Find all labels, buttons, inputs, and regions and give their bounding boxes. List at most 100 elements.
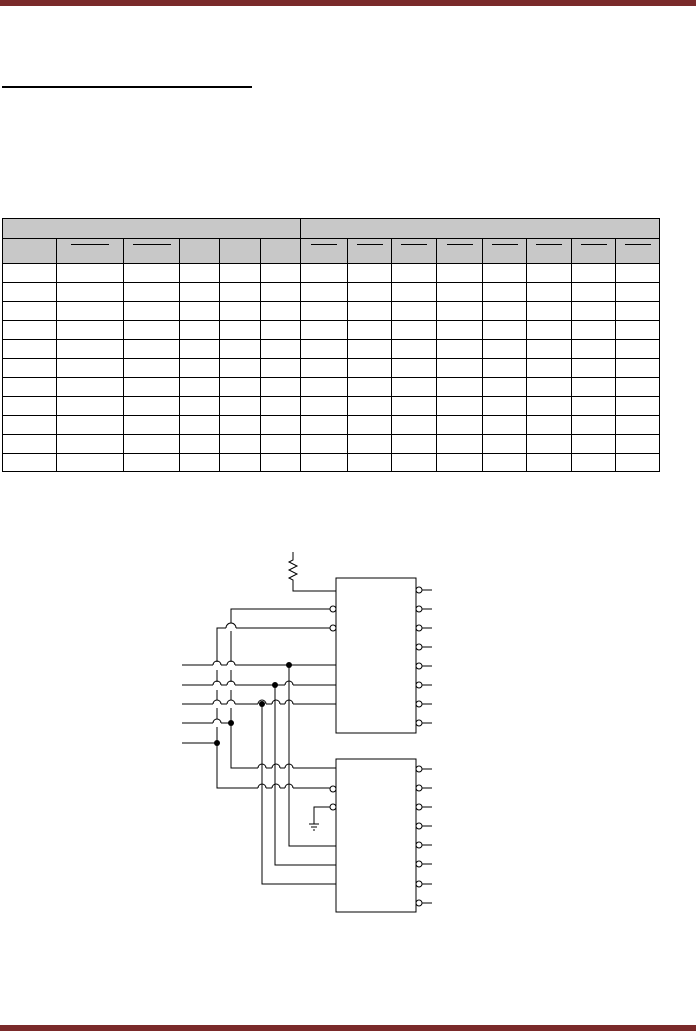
lower-output-bubble-3 xyxy=(415,822,423,830)
table-column-header-row xyxy=(2,238,661,264)
upper-output-bubble-0 xyxy=(415,586,423,594)
table-cell xyxy=(219,282,261,302)
table-cell xyxy=(347,320,393,340)
table-cell xyxy=(2,301,57,321)
table-cell xyxy=(436,415,484,435)
table-cell xyxy=(482,434,528,454)
table-cell xyxy=(391,339,438,359)
table-row xyxy=(2,396,661,416)
table-cell xyxy=(571,339,617,359)
lower-output-bubble-5 xyxy=(415,860,423,868)
table-cell xyxy=(615,434,661,454)
table-cell xyxy=(2,453,57,472)
column-header-4 xyxy=(219,238,261,264)
table-cell xyxy=(123,396,180,416)
table-cell xyxy=(300,415,349,435)
lower-output-bubble-7 xyxy=(415,899,423,907)
column-header-13 xyxy=(615,238,661,264)
table-cell xyxy=(219,339,261,359)
table-cell xyxy=(347,282,393,302)
section-title-underline xyxy=(2,86,252,88)
outputs-group-header xyxy=(300,218,661,239)
table-cell xyxy=(615,415,661,435)
table-cell xyxy=(347,358,393,378)
table-cell xyxy=(482,377,528,397)
table-cell xyxy=(571,396,617,416)
table-cell xyxy=(615,377,661,397)
table-cell xyxy=(571,453,617,472)
table-cell xyxy=(526,282,573,302)
table-cell xyxy=(347,415,393,435)
table-cell xyxy=(347,453,393,472)
upper-enable-bubble-2 xyxy=(329,624,337,632)
table-cell xyxy=(300,396,349,416)
column-header-5 xyxy=(259,238,302,264)
table-cell xyxy=(56,358,124,378)
table-cell xyxy=(123,358,180,378)
table-cell xyxy=(571,301,617,321)
column-header-8 xyxy=(391,238,438,264)
upper-output-bubble-2 xyxy=(415,624,423,632)
table-cell xyxy=(615,396,661,416)
column-header-12 xyxy=(571,238,617,264)
table-cell xyxy=(347,339,393,359)
column-header-6 xyxy=(300,238,349,264)
table-cell xyxy=(123,320,180,340)
table-row xyxy=(2,339,661,359)
table-cell xyxy=(482,301,528,321)
table-cell xyxy=(2,263,57,283)
table-row xyxy=(2,415,661,435)
table-row xyxy=(2,320,661,340)
table-cell xyxy=(526,358,573,378)
table-cell xyxy=(571,415,617,435)
table-cell xyxy=(179,377,220,397)
column-header-11 xyxy=(526,238,573,264)
table-cell xyxy=(526,415,573,435)
table-cell xyxy=(56,396,124,416)
table-cell xyxy=(347,263,393,283)
table-cell xyxy=(300,453,349,472)
table-cell xyxy=(56,263,124,283)
table-cell xyxy=(123,434,180,454)
table-cell xyxy=(615,282,661,302)
table-cell xyxy=(615,453,661,472)
table-cell xyxy=(2,358,57,378)
table-cell xyxy=(615,320,661,340)
column-header-10 xyxy=(482,238,528,264)
active-low-overline xyxy=(71,244,109,245)
table-cell xyxy=(2,377,57,397)
table-cell xyxy=(259,301,302,321)
table-cell xyxy=(482,358,528,378)
table-cell xyxy=(259,339,302,359)
lower-output-bubble-1 xyxy=(415,784,423,792)
table-cell xyxy=(219,358,261,378)
table-cell xyxy=(179,339,220,359)
table-cell xyxy=(2,320,57,340)
table-cell xyxy=(571,377,617,397)
table-cell xyxy=(526,377,573,397)
table-cell xyxy=(179,358,220,378)
table-cell xyxy=(347,301,393,321)
active-low-overline xyxy=(356,244,383,245)
table-cell xyxy=(179,320,220,340)
table-cell xyxy=(123,453,180,472)
table-cell xyxy=(391,263,438,283)
active-low-overline xyxy=(491,244,518,245)
table-cell xyxy=(482,415,528,435)
table-group-header-row xyxy=(1,218,661,239)
table-cell xyxy=(123,377,180,397)
column-header-3 xyxy=(179,238,220,264)
table-cell xyxy=(259,415,302,435)
table-cell xyxy=(436,358,484,378)
table-cell xyxy=(526,339,573,359)
upper-output-bubble-6 xyxy=(415,700,423,708)
table-row xyxy=(2,282,661,302)
table-cell xyxy=(219,301,261,321)
column-header-1 xyxy=(56,238,124,264)
table-cell xyxy=(526,434,573,454)
table-row xyxy=(2,453,661,472)
table-cell xyxy=(526,453,573,472)
table-row xyxy=(2,434,661,454)
truth-table xyxy=(1,218,661,472)
table-cell xyxy=(123,282,180,302)
